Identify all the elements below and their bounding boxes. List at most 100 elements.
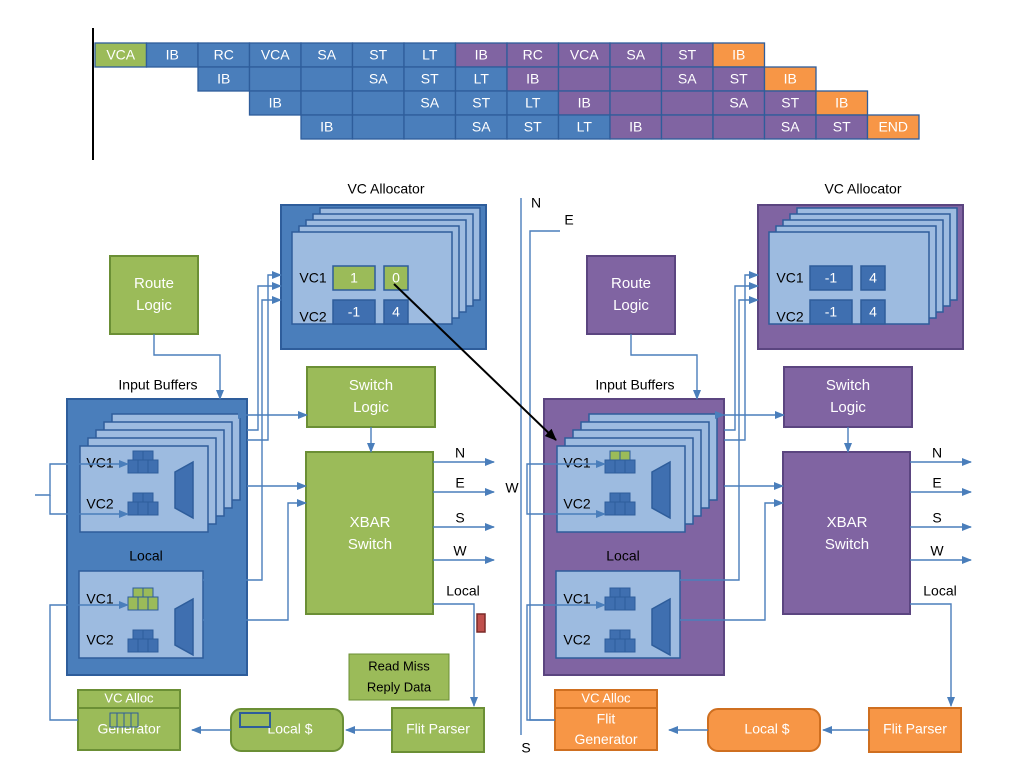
vc-alloc-header-label: VC Alloc [104, 690, 154, 705]
pipeline-cell [557, 42, 611, 68]
local-cache-label: Local $ [744, 721, 789, 737]
pipeline-cell [506, 42, 560, 68]
pipeline-cell [763, 114, 817, 140]
pipeline-stage-label: IB [526, 71, 539, 87]
flit-parser-label: Flit Parser [883, 721, 947, 737]
vc1-slot-0 [809, 265, 853, 291]
vc2-slot-1 [383, 299, 409, 325]
buffer-vc2-label: VC2 [86, 496, 113, 512]
pipeline-stage-label: RC [214, 47, 234, 63]
pipeline-cell [300, 114, 354, 140]
pipeline-stage-label: SA [369, 71, 388, 87]
local-vc1-label: VC1 [86, 591, 113, 607]
pipeline-stage-label: IB [166, 47, 179, 63]
pipeline-stage-label: SA [729, 95, 748, 111]
w-link-vc1 [526, 460, 606, 495]
local-vc2-icon [127, 629, 159, 653]
pipeline-cell [248, 66, 302, 92]
route-to-buffer-link [153, 334, 224, 400]
vc-allocator-title: VC Allocator [347, 181, 424, 197]
local-vc-alloc-link [680, 296, 759, 581]
pipeline-stage-label: ST [369, 47, 387, 63]
vc-alloc-header-label: VC Alloc [581, 690, 631, 705]
pipeline-stage-label: ST [781, 95, 799, 111]
local-vc1-icon [127, 587, 159, 611]
pipeline-stage-label: IB [475, 47, 488, 63]
pipeline-stage-label: RC [523, 47, 543, 63]
pipeline-cell [815, 90, 869, 116]
local-vc2-label: VC2 [86, 632, 113, 648]
local-buffer-title: Local [129, 548, 162, 564]
west-input-vc1 [35, 460, 129, 496]
pipeline-stage-label: IB [217, 71, 230, 87]
pipeline-cell [557, 90, 611, 116]
cache-block-icon [239, 712, 271, 728]
local-port-arrow [433, 603, 478, 707]
pipeline-cell [763, 90, 817, 116]
e-link-line [529, 230, 560, 721]
local-cache-label: Local $ [267, 721, 312, 737]
pipeline-cell [403, 114, 457, 140]
pipeline-stage-label: LT [422, 47, 438, 63]
pipeline-cell [300, 90, 354, 116]
vc-alloc-header [554, 689, 658, 709]
buffer-vc-alloc-link-1 [724, 282, 759, 431]
vc2-slot-0 [332, 299, 376, 325]
pipeline-stage-label: ST [421, 71, 439, 87]
local-port-arrow [910, 603, 955, 707]
buffer-vc-alloc-link-2 [724, 271, 759, 441]
pipeline-stage-label: IB [320, 119, 333, 135]
w-link-vc2 [526, 495, 606, 518]
pipeline-stage-label: VCA [261, 47, 290, 63]
pipeline-cell [660, 114, 714, 140]
pipeline-stage-label: VCA [570, 47, 599, 63]
local-vc2-label: VC2 [563, 632, 590, 648]
pipeline-cell [609, 90, 663, 116]
vc2-slot-1 [860, 299, 886, 325]
flit-parser-box [868, 707, 962, 753]
e-link-label: E [564, 212, 573, 228]
port-label-s: S [932, 510, 941, 526]
pipeline-stage-label: IB [629, 119, 642, 135]
switch-logic-box [783, 366, 913, 428]
s-link-label: S [521, 740, 530, 756]
port-label-n: N [455, 445, 465, 461]
flit-in-transit [476, 613, 486, 633]
generator-to-local-buffer [49, 601, 129, 721]
pipeline-stage-label: ST [730, 71, 748, 87]
pipeline-stage-label: VCA [106, 47, 135, 63]
vc1-label: VC1 [776, 270, 803, 286]
pipeline-cell [506, 114, 560, 140]
mux-icon [651, 460, 671, 520]
read-miss-note-box [348, 653, 450, 701]
mux-icon [174, 460, 194, 520]
buffer-vc1-label: VC1 [86, 455, 113, 471]
switch-logic-box [306, 366, 436, 428]
pipeline-stage-label: SA [472, 119, 491, 135]
pipeline-stage-label: LT [474, 71, 490, 87]
local-port-label: Local [923, 583, 956, 599]
pipeline-cell [351, 90, 405, 116]
xbar-switch-box [782, 451, 911, 615]
pipeline-stage-label: LT [525, 95, 541, 111]
vc1-value-1: 4 [869, 270, 877, 286]
pipeline-cell [145, 42, 199, 68]
vc1-label: VC1 [299, 270, 326, 286]
pipeline-stage-label: SA [626, 47, 645, 63]
pipeline-cell [300, 66, 354, 92]
pipeline-stage-label: SA [678, 71, 697, 87]
input-buffers-title: Input Buffers [118, 377, 197, 393]
pipeline-stage-label: SA [781, 119, 800, 135]
pipeline-cell [866, 114, 920, 140]
buffer-vc1-icon [604, 450, 636, 474]
